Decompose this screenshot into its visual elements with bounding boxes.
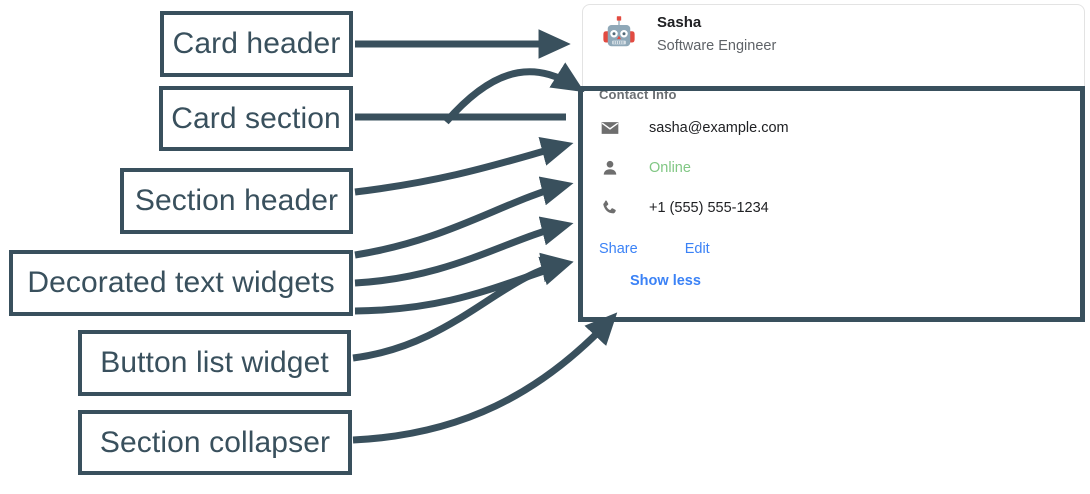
- annotation-label: Button list widget: [100, 346, 329, 379]
- arrow-decorated-text-status: [354, 216, 574, 287]
- annotation-box-section-header: Section header: [120, 168, 353, 234]
- annotation-box-section-collapser: Section collapser: [78, 410, 352, 475]
- annotation-label: Section header: [134, 184, 339, 217]
- arrow-section-header: [354, 137, 574, 196]
- annotation-label: Card header: [172, 27, 341, 60]
- section-collapser: Show less: [599, 266, 1084, 296]
- annotation-label: Section collapser: [99, 425, 331, 459]
- annotation-box-card-header: Card header: [160, 11, 353, 77]
- email-icon: [599, 117, 621, 139]
- card-subtitle: Software Engineer: [657, 38, 777, 54]
- phone-icon: [599, 197, 621, 219]
- card-section: Contact Info sasha@example.com: [583, 65, 1084, 296]
- share-button[interactable]: Share: [599, 241, 638, 257]
- arrow-decorated-text-phone: [354, 256, 574, 315]
- email-value: sasha@example.com: [649, 120, 789, 136]
- decorated-text-phone[interactable]: +1 (555) 555-1234: [599, 188, 1084, 228]
- annotation-label: Decorated text widgets: [27, 266, 335, 299]
- arrow-card-section: [443, 62, 585, 125]
- card-title: Sasha: [657, 14, 702, 31]
- button-list-widget: Share Edit: [599, 232, 1084, 266]
- arrow-section-collapser: [352, 312, 618, 444]
- section-header: Contact Info: [599, 87, 677, 102]
- contact-card: Sasha Software Engineer Contact Info sas…: [582, 4, 1085, 322]
- show-less-button[interactable]: Show less: [630, 273, 701, 289]
- annotation-box-decorated-text-widgets: Decorated text widgets: [9, 250, 353, 316]
- card-header: Sasha Software Engineer: [583, 5, 1084, 65]
- status-value: Online: [649, 160, 691, 176]
- annotation-label: Card section: [171, 101, 341, 135]
- annotation-box-card-section: Card section: [159, 86, 353, 151]
- decorated-text-email[interactable]: sasha@example.com: [599, 108, 1084, 148]
- phone-value: +1 (555) 555-1234: [649, 200, 769, 216]
- arrow-decorated-text-email: [354, 176, 574, 259]
- person-icon: [599, 157, 621, 179]
- card-title-block: Sasha Software Engineer: [657, 13, 776, 57]
- arrow-button-list: [352, 252, 574, 362]
- edit-button[interactable]: Edit: [684, 241, 710, 257]
- annotation-box-button-list-widget: Button list widget: [78, 330, 351, 396]
- robot-avatar-icon: [599, 15, 639, 55]
- decorated-text-status[interactable]: Online: [599, 148, 1084, 188]
